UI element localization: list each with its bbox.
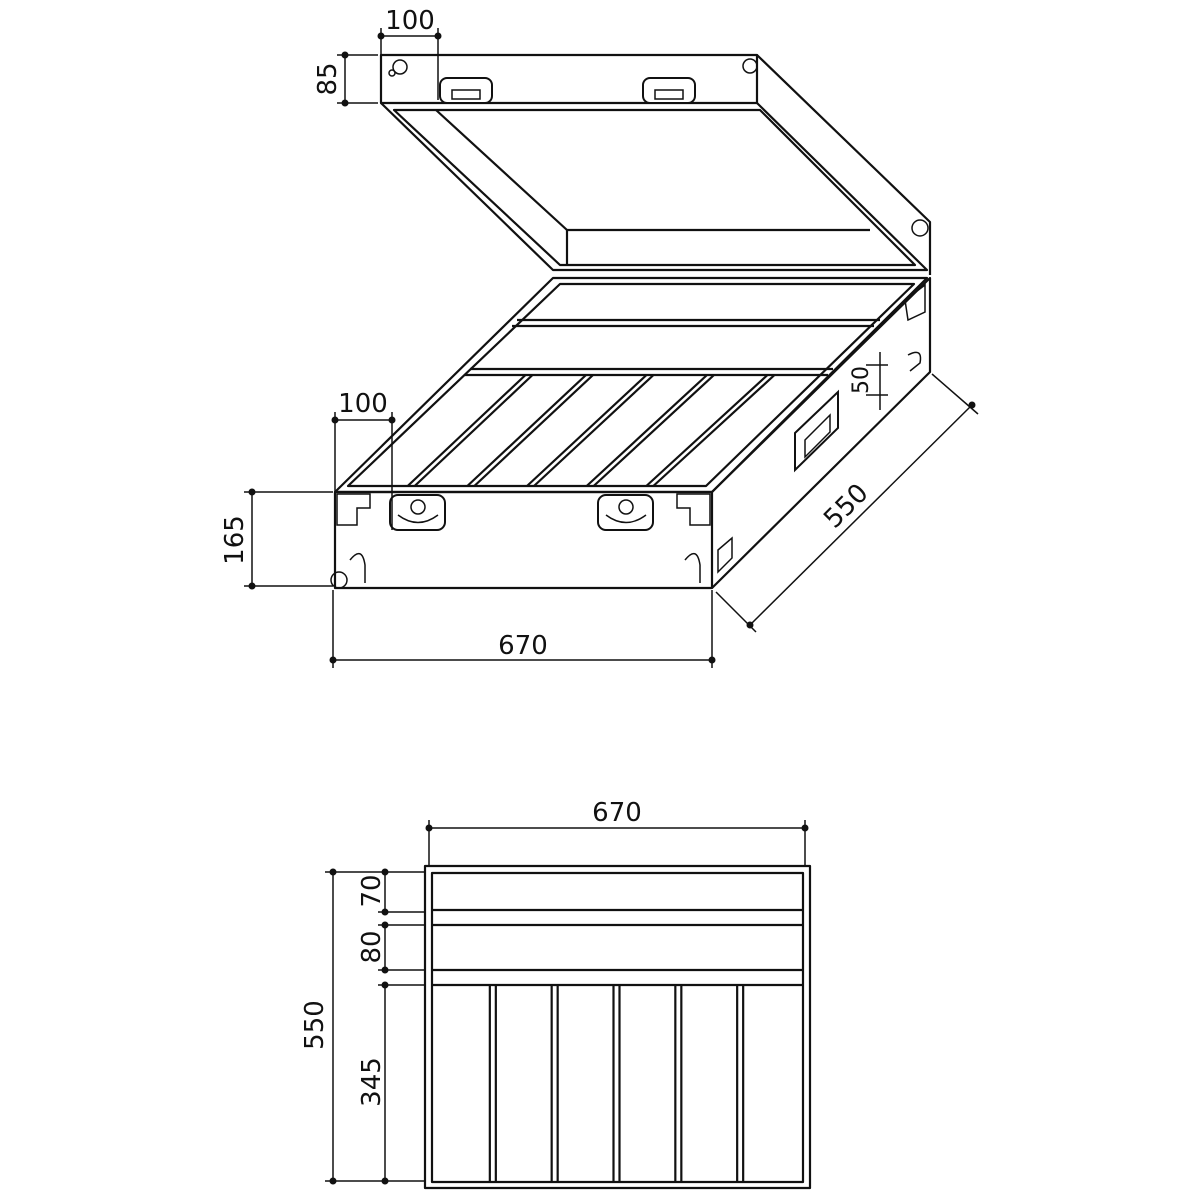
slot-divider: [413, 374, 534, 487]
slot-divider: [585, 374, 708, 487]
dimension-label: 670: [592, 798, 642, 828]
dimension-base-corner-width: 100: [331, 389, 396, 530]
dimension-top-width: 670: [425, 798, 809, 866]
dimension-label: 550: [300, 1000, 330, 1050]
slot-divider: [473, 374, 594, 487]
side-face: [711, 276, 932, 589]
dimension-depth: 550: [715, 373, 979, 633]
dimension-label: 70: [357, 874, 387, 907]
dimension-label: 85: [313, 62, 343, 95]
dimension-base-height: 165: [220, 488, 333, 590]
dimension-label: 670: [498, 631, 548, 661]
slot-divider: [592, 374, 715, 487]
slot-divider: [652, 374, 776, 487]
slot-divider: [533, 374, 655, 487]
top-view-slot-dividers: [488, 985, 745, 1182]
case-lid: [379, 53, 932, 275]
dimension-label: 100: [385, 6, 435, 36]
dimension-label: 50: [849, 366, 874, 394]
top-view: [423, 864, 812, 1190]
lid-latch-icon: [439, 77, 696, 104]
dimension-width: 670: [329, 590, 716, 668]
corner-bracket-icon: [336, 283, 926, 526]
slot-divider: [526, 374, 648, 487]
base-slot-dividers: [406, 374, 776, 487]
dimension-handle-height: 50: [849, 352, 888, 410]
dimension-label: 80: [357, 930, 387, 963]
slot-divider: [406, 374, 527, 487]
slot-divider: [466, 374, 587, 487]
side-handle-icon: [794, 389, 839, 473]
dimension-label: 550: [818, 478, 874, 534]
front-face: [333, 490, 714, 590]
dimension-label: 165: [220, 515, 250, 565]
dimension-top-depth: 550: [300, 868, 425, 1185]
dimension-compartments: 70 80 345: [357, 868, 425, 1185]
dimension-label: 345: [357, 1057, 387, 1107]
corner-ball-icon: [388, 58, 929, 237]
dimension-label: 100: [338, 389, 388, 419]
slot-divider: [645, 374, 769, 487]
front-latch-icon: [389, 494, 654, 531]
dimension-lid-hinge-width: 100: [377, 6, 442, 100]
case-base: [330, 276, 932, 590]
corner-ball-icon: [330, 351, 922, 589]
dimension-lid-height: 85: [313, 51, 378, 107]
